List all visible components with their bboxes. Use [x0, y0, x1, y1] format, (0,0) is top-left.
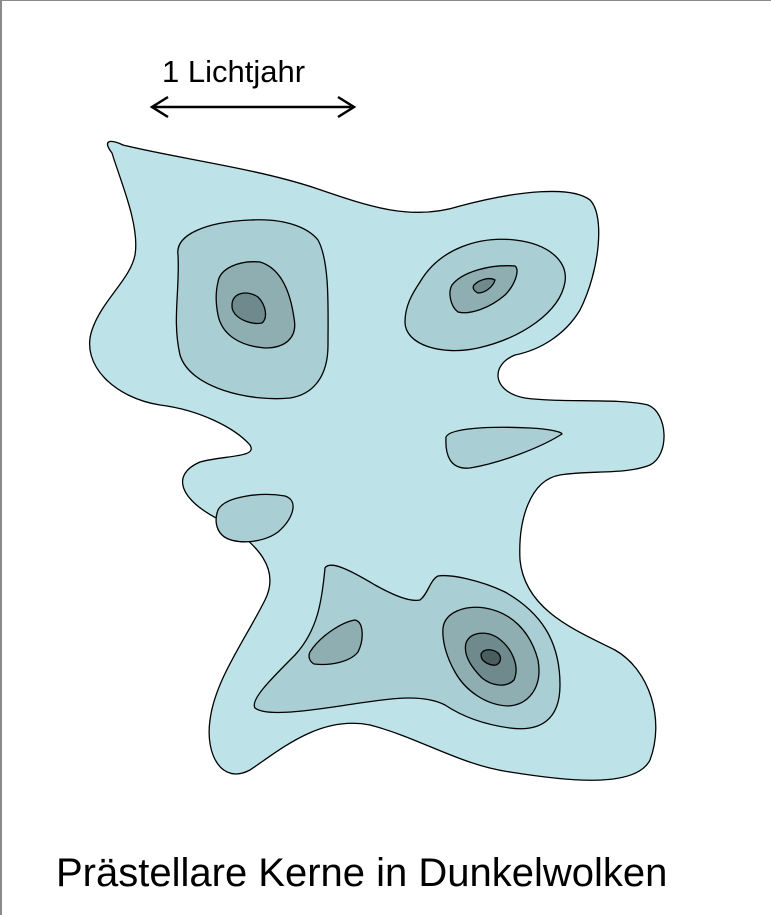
scale-bar-label: 1 Lichtjahr — [162, 56, 305, 87]
scale-bar-arrow — [152, 97, 354, 117]
figure-caption: Prästellare Kerne in Dunkelwolken — [56, 853, 667, 893]
